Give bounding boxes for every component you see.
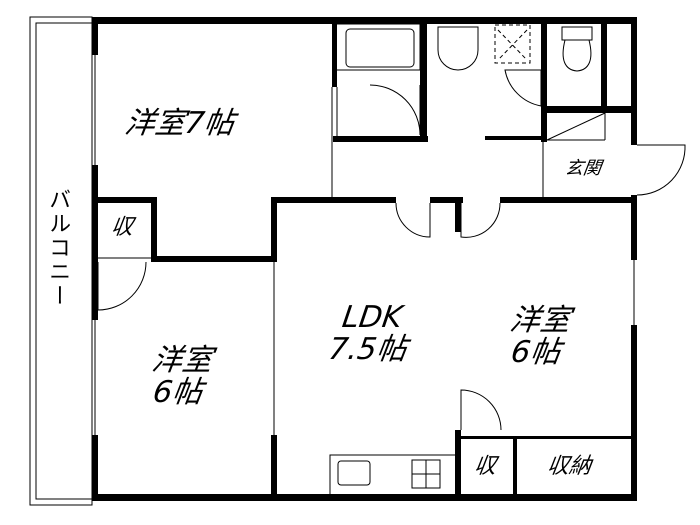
room-name: 洋室 <box>507 303 573 338</box>
fixtures <box>329 23 593 496</box>
room-label-western-7: 洋室7帖 <box>122 106 237 141</box>
room-label-western-6-left: 洋室 6帖 <box>126 343 235 410</box>
doors <box>97 69 686 431</box>
room-name: LDK <box>340 300 405 335</box>
thin-lines <box>94 55 635 435</box>
room-label-western-6-right: 洋室 6帖 <box>484 303 593 370</box>
washer-icon <box>494 24 531 64</box>
sink-icon <box>437 26 479 71</box>
balcony-label: バルコニー <box>45 188 71 308</box>
room-size: 7.5帖 <box>326 331 410 367</box>
room-size: 7帖 <box>182 106 237 141</box>
room-label-ldk: LDK 7.5帖 <box>296 300 445 367</box>
room-name: 洋室 <box>149 343 215 378</box>
storage-label: 収納 <box>545 454 593 479</box>
entrance-label: 玄関 <box>563 158 603 179</box>
room-name: 洋室 <box>122 106 188 141</box>
toilet-icon <box>561 26 593 72</box>
bathtub-icon <box>345 28 415 68</box>
closet-bottom-label: 収 <box>472 454 498 479</box>
kitchen-sink-icon <box>329 454 458 496</box>
closet-left-label: 収 <box>109 215 135 240</box>
walls <box>92 17 637 501</box>
room-size: 6帖 <box>508 334 563 370</box>
room-size: 6帖 <box>150 374 205 410</box>
